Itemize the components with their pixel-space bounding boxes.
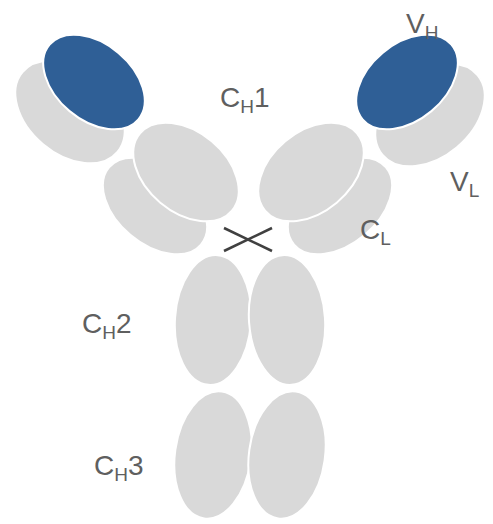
heavy-variable-label: VH — [406, 10, 438, 38]
disulfide-bonds — [224, 228, 272, 251]
ch2-domain — [245, 253, 330, 388]
light-constant-label: CL — [360, 216, 391, 244]
heavy-variable-domain — [25, 16, 163, 149]
ch2-domain — [171, 253, 256, 388]
ch3-domain — [240, 386, 333, 523]
light-variable-label: VL — [450, 168, 479, 196]
ch3-label: CH3 — [94, 452, 144, 480]
ch2-label: CH2 — [82, 310, 132, 338]
heavy-constant-label: CH1 — [220, 84, 270, 112]
heavy-constant-domain — [114, 103, 257, 241]
ch3-domain — [166, 386, 259, 523]
